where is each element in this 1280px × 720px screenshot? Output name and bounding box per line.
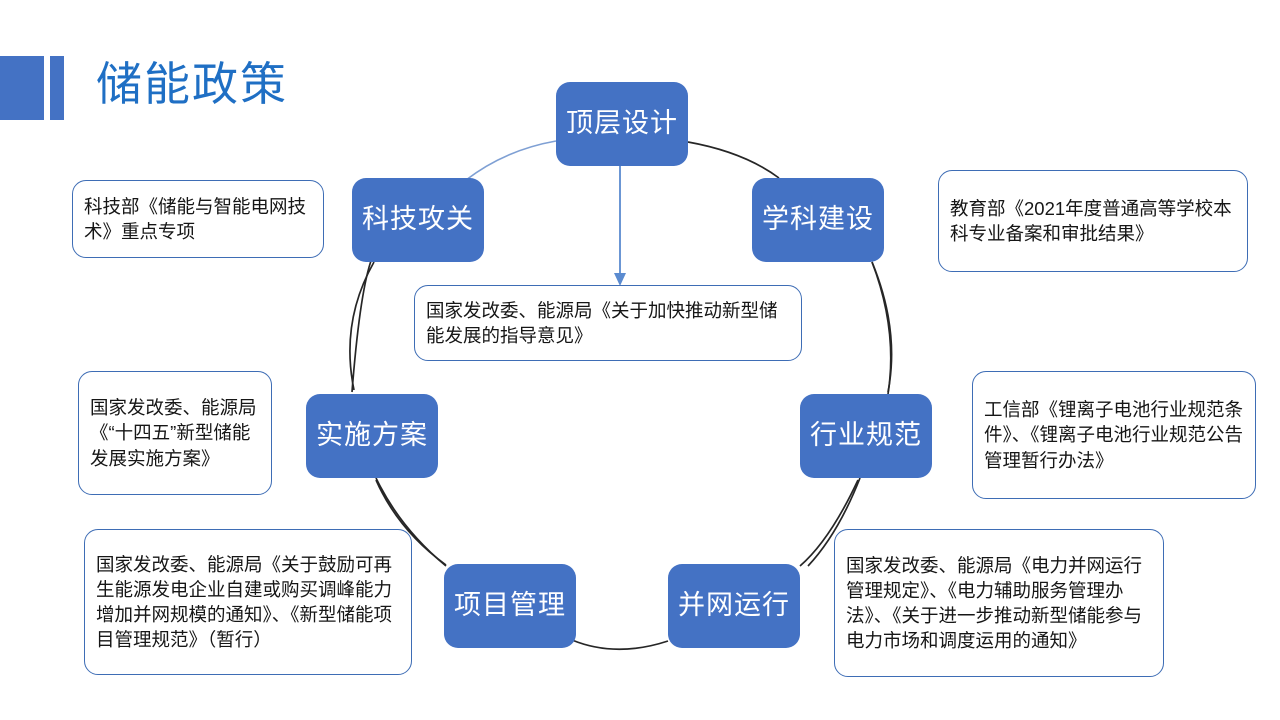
- node-top-design-label: 顶层设计: [566, 108, 678, 139]
- arc-topdesign-discipline: [687, 141, 780, 179]
- node-tech-research-label: 科技攻关: [362, 204, 474, 235]
- note-discipline-text: 教育部《2021年度普通高等学校本科专业备案和审批结果》: [950, 197, 1232, 244]
- leader-implement-to-note: [375, 477, 447, 567]
- node-discipline[interactable]: 学科建设: [752, 178, 884, 262]
- leader-tech-to-note: [351, 257, 373, 393]
- node-top-design[interactable]: 顶层设计: [556, 82, 688, 166]
- note-implementation: 国家发改委、能源局《“十四五”新型储能发展实施方案》: [78, 371, 272, 495]
- leader-discipline-to-note: [871, 261, 892, 395]
- note-project-management: 国家发改委、能源局《关于鼓励可再生能源发电企业自建或购买调峰能力增加并网规模的通…: [84, 529, 412, 675]
- node-discipline-label: 学科建设: [762, 204, 874, 235]
- note-industry-standard-text: 工信部《锂离子电池行业规范条件》、《锂离子电池行业规范公告管理暂行办法》: [984, 399, 1244, 471]
- arrow-topdesign-to-note: [614, 165, 626, 286]
- node-industry-standard[interactable]: 行业规范: [800, 394, 932, 478]
- note-grid-operation-text: 国家发改委、能源局《电力并网运行管理规定》、《电力辅助服务管理办法》、《关于进一…: [846, 554, 1143, 652]
- node-industry-standard-label: 行业规范: [810, 420, 922, 451]
- note-top-design: 国家发改委、能源局《关于加快推动新型储能发展的指导意见》: [414, 285, 802, 361]
- note-tech-research: 科技部《储能与智能电网技术》重点专项: [72, 180, 324, 258]
- node-implementation[interactable]: 实施方案: [306, 394, 438, 478]
- note-grid-operation: 国家发改委、能源局《电力并网运行管理规定》、《电力辅助服务管理办法》、《关于进一…: [834, 529, 1164, 677]
- node-tech-research[interactable]: 科技攻关: [352, 178, 484, 262]
- arc-industry-grid: [799, 479, 859, 567]
- node-grid-operation-label: 并网运行: [678, 590, 790, 621]
- note-industry-standard: 工信部《锂离子电池行业规范条件》、《锂离子电池行业规范公告管理暂行办法》: [972, 371, 1256, 499]
- arc-grid-project: [571, 639, 669, 651]
- note-discipline: 教育部《2021年度普通高等学校本科专业备案和审批结果》: [938, 170, 1248, 272]
- title-accent-bar-wide: [0, 56, 44, 120]
- note-top-design-text: 国家发改委、能源局《关于加快推动新型储能发展的指导意见》: [426, 299, 778, 346]
- node-grid-operation[interactable]: 并网运行: [668, 564, 800, 648]
- arc-tech-topdesign: [465, 140, 557, 181]
- note-tech-research-text: 科技部《储能与智能电网技术》重点专项: [84, 195, 307, 242]
- note-project-management-text: 国家发改委、能源局《关于鼓励可再生能源发电企业自建或购买调峰能力增加并网规模的通…: [96, 553, 393, 651]
- node-project-management-label: 项目管理: [454, 590, 566, 621]
- node-project-management[interactable]: 项目管理: [444, 564, 576, 648]
- leader-industry-to-note: [807, 477, 861, 567]
- title-accent-bar-thin: [50, 56, 64, 120]
- note-implementation-text: 国家发改委、能源局《“十四五”新型储能发展实施方案》: [90, 397, 257, 469]
- node-implementation-label: 实施方案: [316, 420, 428, 451]
- page-title: 储能政策: [96, 58, 288, 110]
